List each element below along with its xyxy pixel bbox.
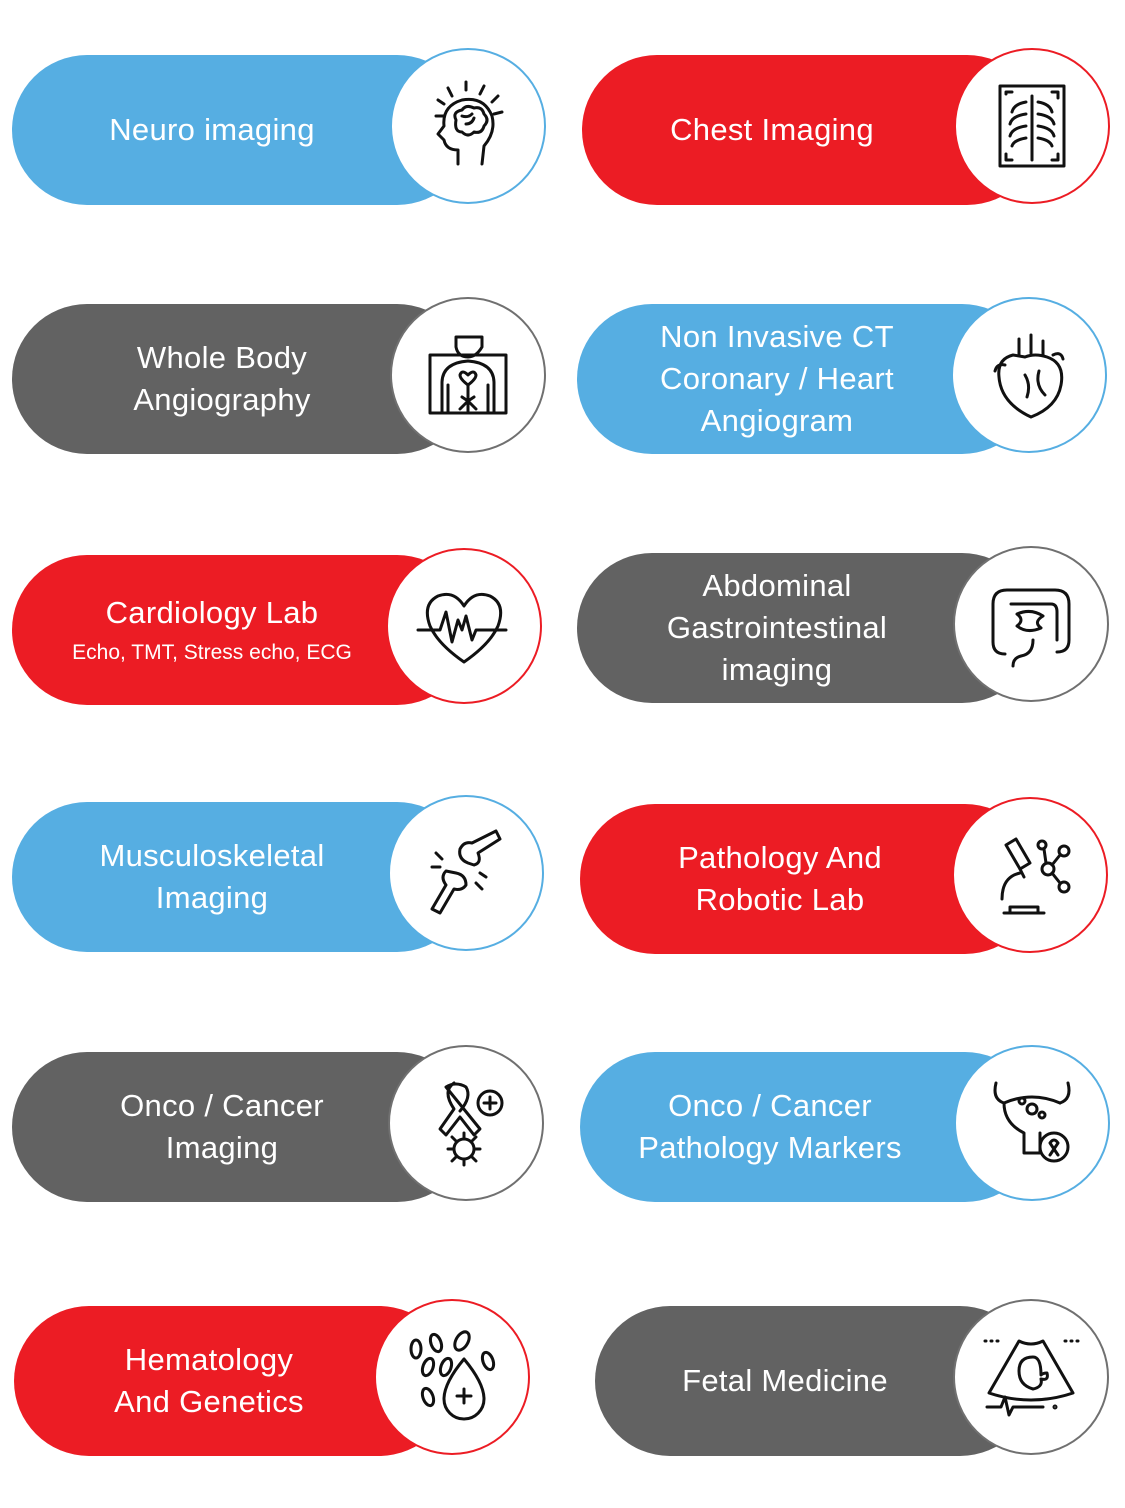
service-title: Pathology And Robotic Lab: [678, 840, 882, 917]
blood-cells-drop-icon: [374, 1299, 530, 1455]
service-card-neuro-imaging[interactable]: Neuro imaging: [12, 48, 548, 205]
service-title: Musculoskeletal Imaging: [99, 838, 325, 915]
brain-head-icon: [390, 48, 546, 204]
service-title: Cardiology Lab: [105, 595, 319, 630]
service-card-chest-imaging[interactable]: Chest Imaging: [582, 48, 1112, 205]
microscope-molecule-icon: [952, 797, 1108, 953]
service-card-pathology-robotic-lab[interactable]: Pathology And Robotic Lab: [580, 797, 1110, 954]
service-card-cardiology-lab[interactable]: Cardiology Lab Echo, TMT, Stress echo, E…: [12, 548, 542, 705]
service-card-ct-coronary-angiogram[interactable]: Non Invasive CT Coronary / Heart Angiogr…: [577, 297, 1112, 454]
service-title: Fetal Medicine: [682, 1363, 888, 1398]
service-pill: Abdominal Gastrointestinal imaging: [577, 553, 1037, 703]
service-title: Chest Imaging: [670, 112, 874, 147]
service-title: Abdominal Gastrointestinal imaging: [666, 568, 888, 687]
body-angiography-icon: [390, 297, 546, 453]
service-card-whole-body-angiography[interactable]: Whole Body Angiography: [12, 297, 548, 454]
service-title: Onco / Cancer Pathology Markers: [638, 1088, 902, 1165]
service-card-fetal-medicine[interactable]: Fetal Medicine: [595, 1299, 1110, 1456]
bladder-ribbon-icon: [954, 1045, 1110, 1201]
service-card-hematology-genetics[interactable]: Hematology And Genetics: [14, 1299, 530, 1456]
intestine-icon: [953, 546, 1109, 702]
service-title: Whole Body Angiography: [133, 340, 311, 417]
chest-xray-icon: [954, 48, 1110, 204]
service-subtitle: Echo, TMT, Stress echo, ECG: [72, 641, 352, 664]
service-pill: Hematology And Genetics: [14, 1306, 454, 1456]
service-card-musculoskeletal-imaging[interactable]: Musculoskeletal Imaging: [12, 795, 546, 952]
bone-joint-icon: [388, 795, 544, 951]
service-pill: Non Invasive CT Coronary / Heart Angiogr…: [577, 304, 1037, 454]
fetal-ultrasound-icon: [953, 1299, 1109, 1455]
service-card-abdominal-gi-imaging[interactable]: Abdominal Gastrointestinal imaging: [577, 546, 1114, 703]
cancer-ribbon-icon: [388, 1045, 544, 1201]
service-title: Hematology And Genetics: [114, 1342, 304, 1419]
service-card-onco-pathology-markers[interactable]: Onco / Cancer Pathology Markers: [580, 1045, 1112, 1202]
service-title: Non Invasive CT Coronary / Heart Angiogr…: [660, 319, 894, 438]
anatomical-heart-icon: [951, 297, 1107, 453]
service-title: Neuro imaging: [109, 112, 315, 147]
service-card-onco-cancer-imaging[interactable]: Onco / Cancer Imaging: [12, 1045, 546, 1202]
heart-pulse-icon: [386, 548, 542, 704]
service-title: Onco / Cancer Imaging: [120, 1088, 324, 1165]
